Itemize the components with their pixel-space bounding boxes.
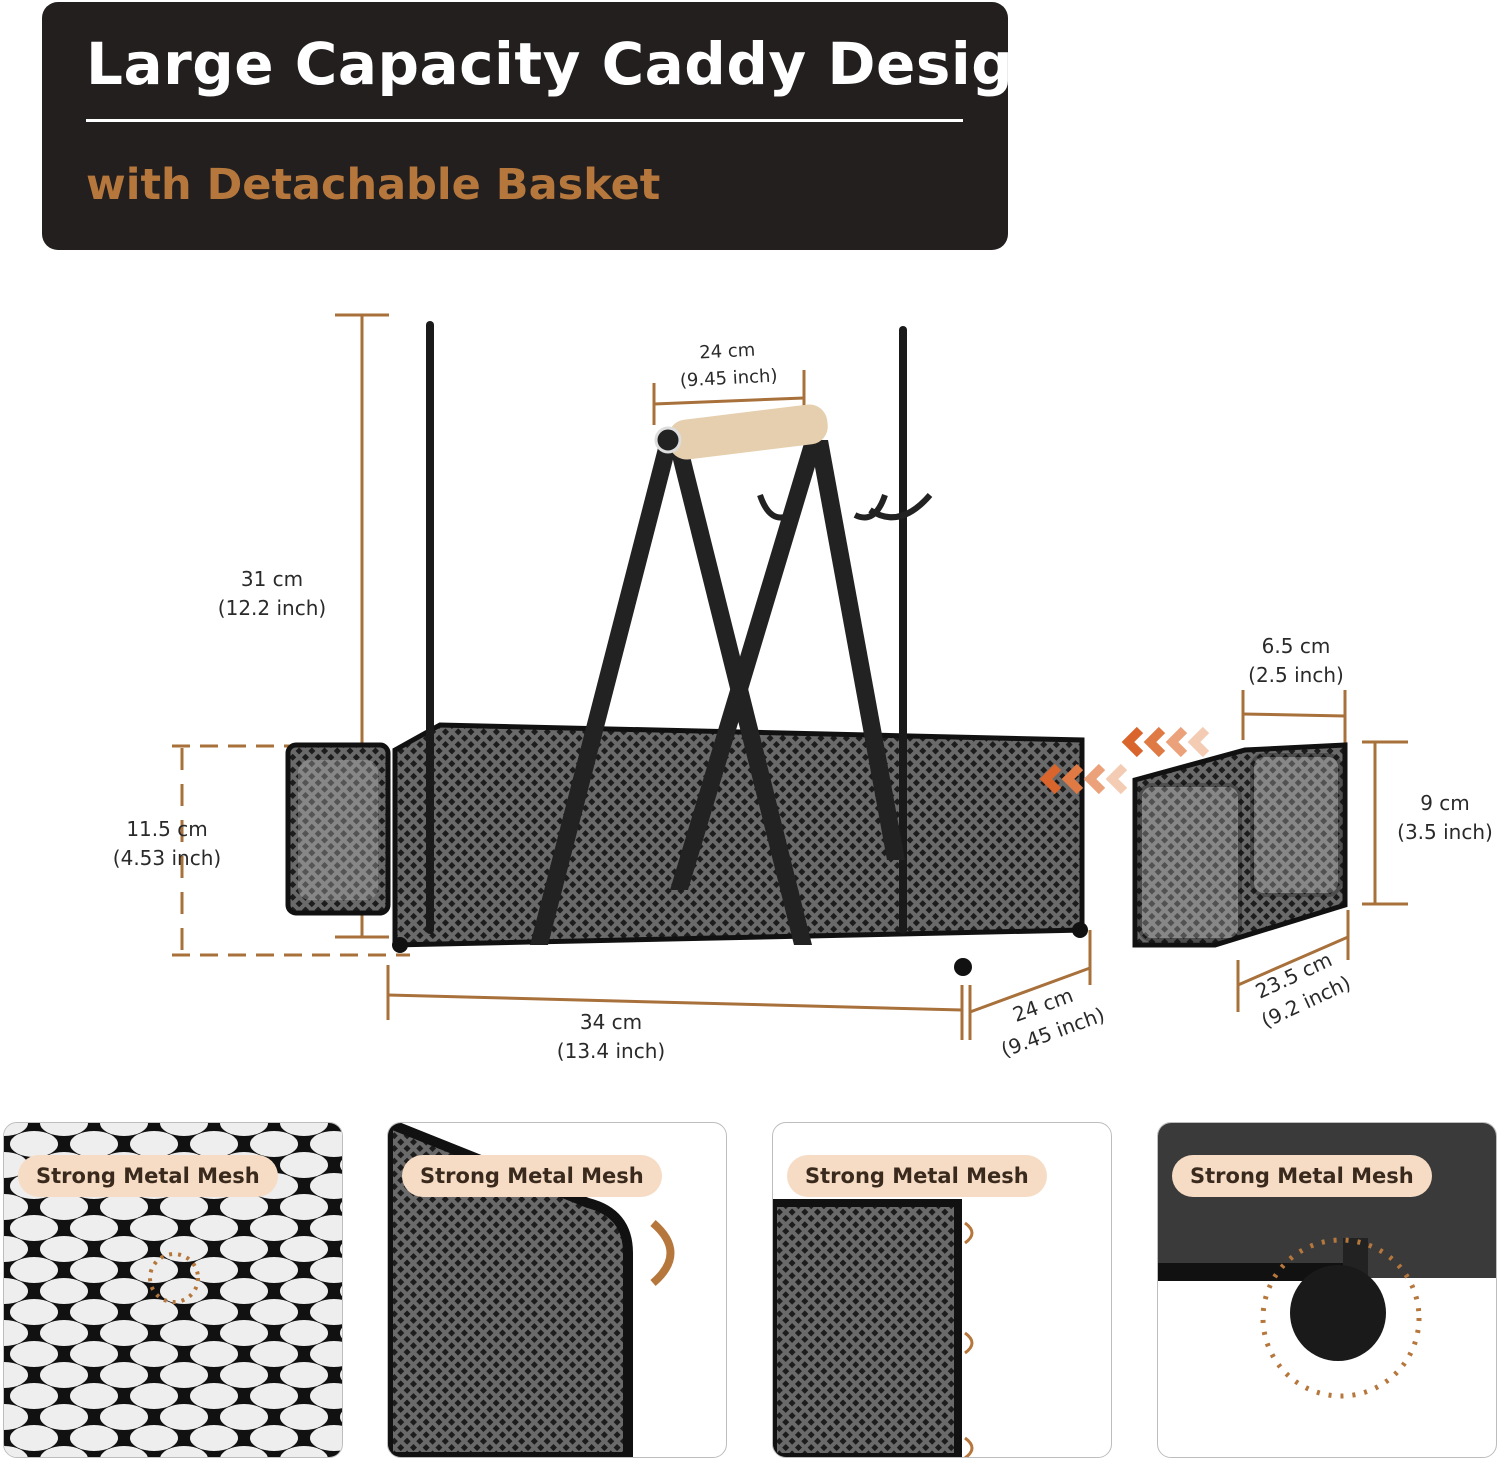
page-subtitle: with Detachable Basket: [86, 160, 661, 210]
ball-foot-icon: [1158, 1123, 1496, 1399]
detail-panel-foot: Strong Metal Mesh: [1157, 1122, 1497, 1458]
dimension-basket-height: 11.5 cm(4.53 inch): [112, 817, 222, 870]
detachable-basket: [1132, 742, 1348, 948]
header-banner: Large Capacity Caddy Design with Detacha…: [42, 2, 1055, 250]
title-divider: [86, 119, 963, 122]
dimension-detachable-width: 6.5 cm(2.5 inch): [1248, 634, 1344, 687]
feature-badge: Strong Metal Mesh: [1172, 1155, 1432, 1197]
dimension-handle-width: 24 cm(9.45 inch): [679, 339, 778, 392]
page-title: Large Capacity Caddy Design: [86, 30, 1056, 98]
detail-panel-corner: Strong Metal Mesh: [387, 1122, 727, 1458]
detail-panel-mesh: Strong Metal Mesh: [3, 1122, 343, 1458]
feature-badge: Strong Metal Mesh: [402, 1155, 662, 1197]
slide-in-arrows-icon: [1039, 726, 1210, 795]
feature-badge: Strong Metal Mesh: [787, 1155, 1047, 1197]
detail-panel-edge: Strong Metal Mesh: [772, 1122, 1112, 1458]
caddy-illustration: [172, 313, 1408, 1040]
side-edge-icon: [773, 1199, 974, 1457]
dimension-length: 34 cm(13.4 inch): [556, 1010, 666, 1063]
dimension-detachable-height: 9 cm(3.5 inch): [1397, 791, 1493, 844]
rounded-corner-icon: [388, 1123, 675, 1457]
dimension-total-height: 31 cm(12.2 inch): [217, 567, 327, 620]
main-caddy: [285, 321, 1088, 976]
feature-badge: Strong Metal Mesh: [18, 1155, 278, 1197]
